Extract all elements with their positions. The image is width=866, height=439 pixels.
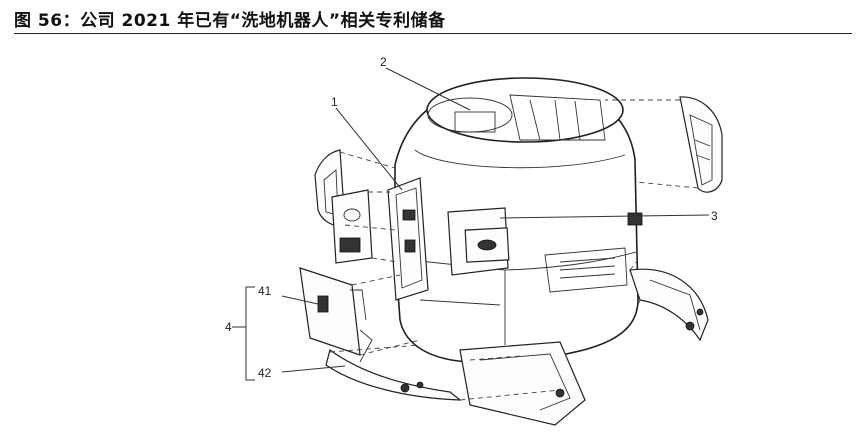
part-1-side-frame (387, 177, 429, 301)
part-41-panel (299, 267, 367, 356)
left-side-cover (314, 149, 373, 264)
callout-4: 4 (225, 320, 232, 334)
figure-caption: 图 56：公司 2021 年已有“洗地机器人”相关专利储备 (14, 11, 446, 31)
callout-3: 3 (711, 209, 718, 223)
rear-bumper (629, 268, 709, 342)
part-3-control-panel (447, 207, 643, 276)
robot-main-body (394, 77, 639, 363)
right-side-cover (679, 96, 723, 193)
callout-41: 41 (258, 284, 272, 298)
callout-1: 1 (331, 95, 338, 109)
front-brush-assembly (459, 341, 586, 426)
callout-42: 42 (258, 366, 272, 380)
callout-leaders (232, 67, 710, 381)
callout-2: 2 (380, 55, 387, 69)
caption-underline (14, 33, 852, 34)
explosion-guide-lines (329, 99, 699, 401)
